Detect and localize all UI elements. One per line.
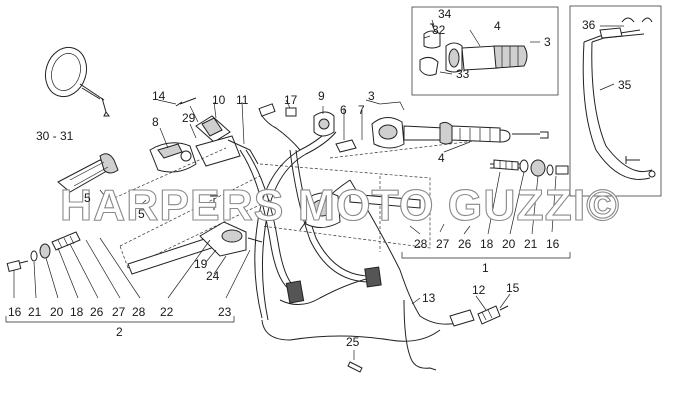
- callout-label: 5: [84, 191, 91, 205]
- mirror-part: [44, 46, 110, 117]
- callout-label: 27: [436, 237, 450, 251]
- screw-14-part: [175, 97, 197, 107]
- callout-label: 32: [432, 23, 446, 37]
- left-lever-bracket-part: [195, 135, 259, 167]
- callout-label: 6: [340, 103, 347, 117]
- callout-label: 16: [546, 237, 560, 251]
- callout-label: 11: [236, 93, 249, 107]
- callout-label: 28: [414, 237, 428, 251]
- callout-label: 33: [456, 67, 470, 81]
- callout-label: 26: [458, 237, 472, 251]
- callout-label: 28: [132, 305, 146, 319]
- callout-label: 2: [116, 325, 123, 339]
- right-handlebar-tube-part: [349, 193, 421, 209]
- callout-label: 19: [194, 257, 208, 271]
- callout-label: 1: [482, 261, 489, 275]
- callout-label: 5: [138, 207, 145, 221]
- callout-label: 3: [544, 35, 551, 49]
- leader-lines: [13, 19, 624, 360]
- right-switch-housing-part: [303, 111, 341, 228]
- pin-25-part: [347, 361, 363, 373]
- callout-label: 30 - 31: [36, 129, 74, 143]
- callout-label: 4: [438, 151, 445, 165]
- callout-label: 4: [494, 19, 501, 33]
- left-bar-end-parts: [6, 231, 81, 272]
- group-bracket-1: [401, 252, 571, 259]
- adjuster-12-15-part: [477, 305, 509, 325]
- inset-throttle-grip-parts: [419, 23, 528, 76]
- callout-label: 12: [472, 283, 486, 297]
- inset-box-throttle-grip: [411, 6, 559, 96]
- right-bar-end-parts: [490, 159, 569, 177]
- callout-label: 20: [50, 305, 64, 319]
- callout-label: 34: [438, 7, 452, 21]
- cable-13-part: [299, 179, 475, 371]
- callout-label: 10: [212, 93, 226, 107]
- left-grip-part: [57, 153, 119, 193]
- right-handlebar-outline: [259, 137, 501, 252]
- callout-label: 24: [206, 269, 220, 283]
- callout-label: 23: [218, 305, 232, 319]
- callout-label: 27: [112, 305, 126, 319]
- callout-label: 18: [480, 237, 494, 251]
- inset-throttle-cables-part: [582, 17, 656, 180]
- callout-label: 17: [284, 93, 298, 107]
- callout-label: 7: [358, 103, 365, 117]
- callout-labels: 34 32 4 3 33 36 35 30 - 31 14 10 11 29 8…: [8, 7, 632, 349]
- inset-box-throttle-cables: [569, 5, 662, 197]
- callout-label: 16: [8, 305, 22, 319]
- left-switch-lower-part: [199, 195, 263, 257]
- callout-label: 25: [346, 335, 360, 349]
- callout-label: 8: [152, 115, 159, 129]
- callout-label: 22: [160, 305, 174, 319]
- group-bracket-2: [5, 316, 235, 323]
- callout-label: 3: [368, 89, 375, 103]
- callout-label: 21: [28, 305, 42, 319]
- callout-label: 20: [502, 237, 516, 251]
- callout-label: 13: [422, 291, 436, 305]
- callout-label: 21: [524, 237, 538, 251]
- callout-label: 18: [70, 305, 84, 319]
- right-throttle-grip-part: [335, 117, 549, 153]
- watermark-text: HARPERS MOTO GUZZI©: [60, 181, 620, 230]
- callout-label: 35: [618, 78, 632, 92]
- callout-label: 15: [506, 281, 520, 295]
- callout-label: 26: [90, 305, 104, 319]
- callout-label: 36: [582, 18, 596, 32]
- callout-label: 14: [152, 89, 166, 103]
- wiring-harness-part: [239, 103, 441, 342]
- callout-label: 9: [318, 89, 325, 103]
- callout-label: 29: [182, 111, 196, 125]
- left-switch-housing-part: [149, 115, 231, 173]
